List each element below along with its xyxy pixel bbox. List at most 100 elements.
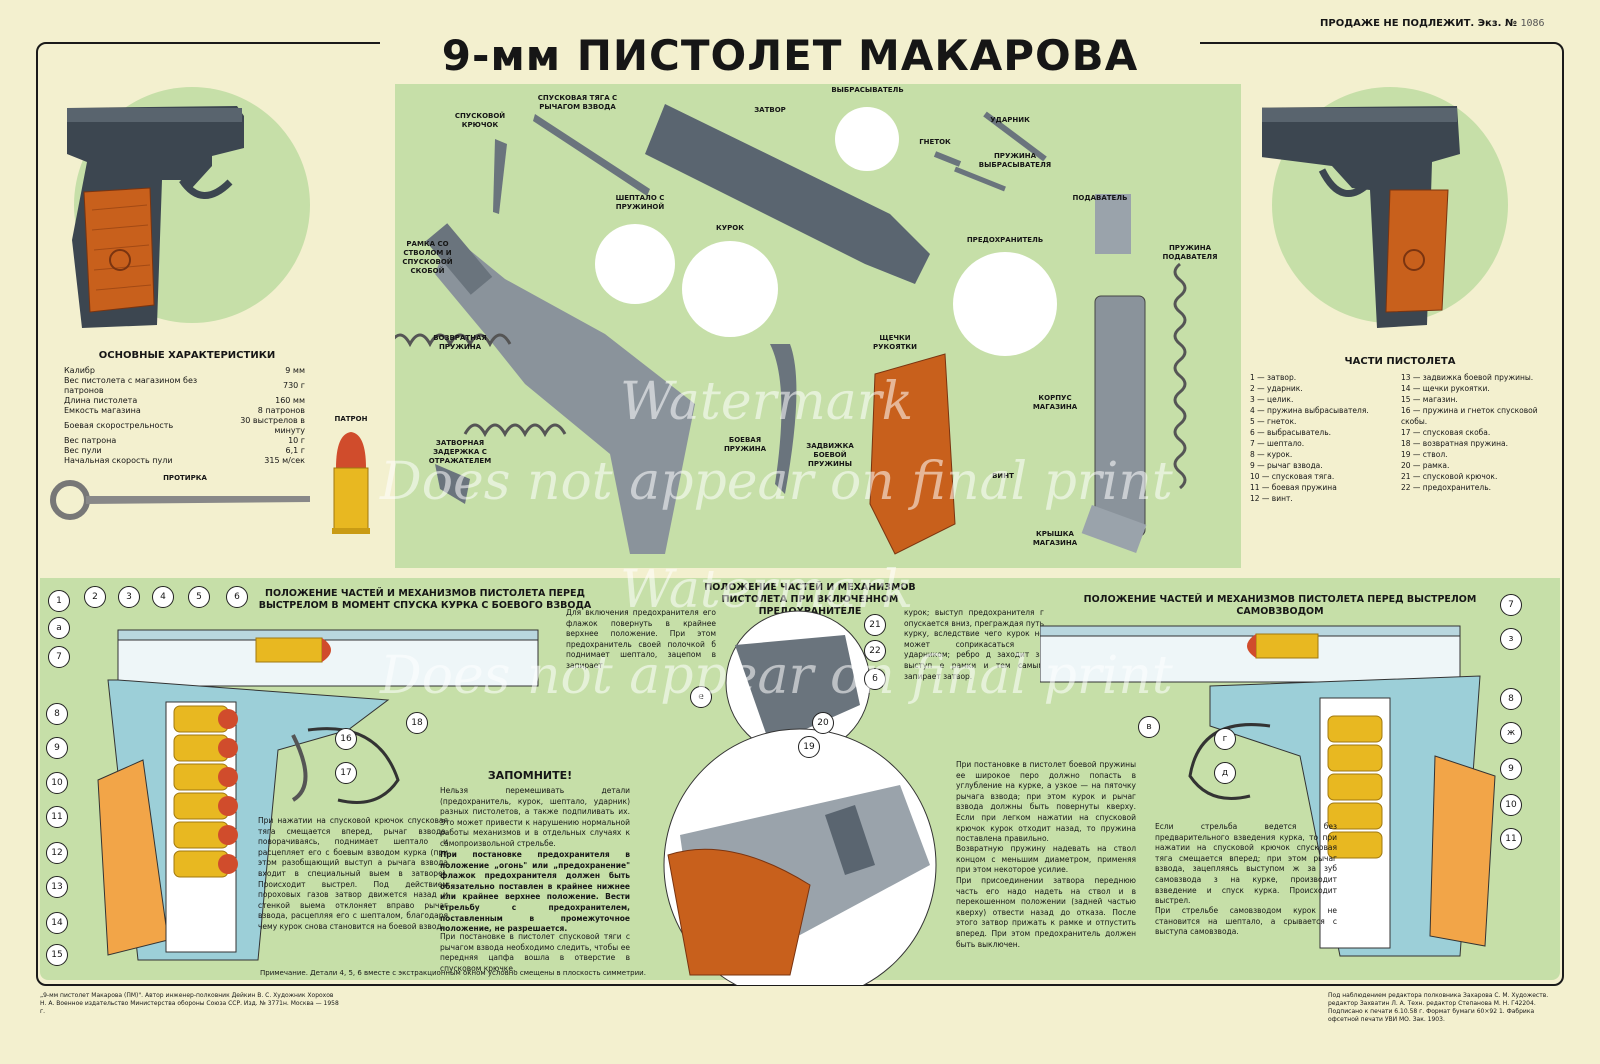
- list-item: 21 — спусковой крючок.: [1401, 472, 1498, 481]
- label-follower: ПОДАВАТЕЛЬ: [1072, 194, 1128, 202]
- callout: 10: [1500, 794, 1522, 816]
- callout: 21: [864, 614, 886, 636]
- callout: 16: [335, 728, 357, 750]
- slide-text: При присоединении затвора переднюю часть…: [956, 876, 1136, 949]
- label-trigger: СПУСКОВОЙ КРЮЧОК: [454, 112, 506, 129]
- callout: 9: [1500, 758, 1522, 780]
- callout: 6: [226, 586, 248, 608]
- label-slide-stop: ЗАТВОРНАЯ ЗАДЕРЖКА С ОТРАЖАТЕЛЕМ: [428, 439, 492, 465]
- parts-list-right: 13 — задвижка боевой пружины. 14 — щечки…: [1401, 372, 1549, 504]
- pistol-illustration-right: [1222, 70, 1522, 340]
- callout: 22: [864, 640, 886, 662]
- callout: 9: [46, 737, 68, 759]
- callout: ж: [1500, 722, 1522, 744]
- list-item: 15 — магазин.: [1401, 395, 1458, 404]
- callout: 12: [46, 842, 68, 864]
- label-mainspring-latch: ЗАДВИЖКА БОЕВОЙ ПРУЖИНЫ: [806, 442, 854, 468]
- watermark-line-4: Does not appear on final print: [380, 646, 1173, 706]
- cartridge-icon: [328, 428, 374, 542]
- recoil-text: Возвратную пружину надевать на ствол кон…: [956, 844, 1136, 875]
- parts-list-heading: ЧАСТИ ПИСТОЛЕТА: [1344, 356, 1456, 367]
- imprint-left: „9-мм пистолет Макарова (ПМ)". Автор инж…: [40, 992, 339, 1015]
- pistol-illustration-left: [62, 70, 322, 340]
- watermark-line-1: Watermark: [620, 372, 914, 432]
- callout: 4: [152, 586, 174, 608]
- mainspring-text: При постановке в пистолет боевой пружины…: [956, 760, 1136, 844]
- label-firing-pin: УДАРНИК: [990, 116, 1030, 124]
- double-action-text-1: Если стрельба ведется без предварительно…: [1155, 822, 1337, 906]
- remember-text-1: Нельзя перемешивать детали (предохраните…: [440, 786, 630, 848]
- parts-list-left: 1 — затвор. 2 — ударник. 3 — целик. 4 — …: [1250, 372, 1395, 504]
- list-item: 12 — винт.: [1250, 494, 1293, 503]
- callout: 13: [46, 876, 68, 898]
- imprint-right: Под наблюдением редактора полковника Зах…: [1328, 992, 1549, 1023]
- list-item: 18 — возвратная пружина.: [1401, 439, 1508, 448]
- cartridge-label: ПАТРОН: [334, 415, 368, 423]
- watermark-line-2: Does not appear on final print: [380, 452, 1173, 512]
- label-mag-body: КОРПУС МАГАЗИНА: [1032, 394, 1078, 411]
- list-item: 10 — спусковая тяга.: [1250, 472, 1335, 481]
- label-sear: ШЕПТАЛО С ПРУЖИНОЙ: [615, 194, 665, 211]
- callout: 8: [46, 703, 68, 725]
- list-item: 1 — затвор.: [1250, 373, 1297, 382]
- remember-text-2: При постановке предохранителя в положени…: [440, 850, 630, 934]
- list-item: 11 — боевая пружина: [1250, 483, 1337, 492]
- callout: 19: [798, 736, 820, 758]
- list-item: 4 — пружина выбрасывателя.: [1250, 406, 1369, 415]
- label-trigger-bar: СПУСКОВАЯ ТЯГА С РЫЧАГОМ ВЗВОДА: [537, 94, 618, 111]
- callout: 11: [1500, 828, 1522, 850]
- list-item: 22 — предохранитель.: [1401, 483, 1492, 492]
- double-action-text-2: При стрельбе самовзводом курок не станов…: [1155, 906, 1337, 937]
- remember-heading: ЗАПОМНИТЕ!: [487, 769, 573, 782]
- callout: 8: [1500, 688, 1522, 710]
- label-safety: ПРЕДОХРАНИТЕЛЬ: [966, 236, 1044, 244]
- watermark-line-3: Watermark: [620, 560, 914, 620]
- callout: 7: [48, 646, 70, 668]
- label-socket: ГНЕТОК: [919, 138, 951, 146]
- label-slide: ЗАТВОР: [754, 106, 786, 114]
- list-item: 6 — выбрасыватель.: [1250, 428, 1332, 437]
- callout: г: [1214, 728, 1236, 750]
- section-heading-left: ПОЛОЖЕНИЕ ЧАСТЕЙ И МЕХАНИЗМОВ ПИСТОЛЕТА …: [258, 588, 592, 611]
- callout: 17: [335, 762, 357, 784]
- callout: 10: [46, 772, 68, 794]
- list-item: 13 — задвижка боевой пружины.: [1401, 373, 1534, 382]
- label-extractor-spring: ПРУЖИНА ВЫБРАСЫВАТЕЛЯ: [978, 152, 1052, 169]
- list-item: 19 — ствол.: [1401, 450, 1448, 459]
- list-item: 5 — гнеток.: [1250, 417, 1297, 426]
- label-mainspring: БОЕВАЯ ПРУЖИНА: [723, 436, 767, 453]
- label-grips: ЩЕЧКИ РУКОЯТКИ: [873, 334, 917, 351]
- specs-heading: ОСНОВНЫЕ ХАРАКТЕРИСТИКИ: [98, 350, 276, 361]
- list-item: 20 — рамка.: [1401, 461, 1450, 470]
- callout: в: [1138, 716, 1160, 738]
- list-item: 8 — курок.: [1250, 450, 1293, 459]
- list-item: 16 — пружина и гнеток спусковой скобы.: [1401, 406, 1538, 426]
- list-item: 14 — щечки рукоятки.: [1401, 384, 1490, 393]
- callout: 15: [46, 944, 68, 966]
- label-extractor: ВЫБРАСЫВАТЕЛЬ: [831, 86, 904, 94]
- parts-list: ЧАСТИ ПИСТОЛЕТА 1 — затвор. 2 — ударник.…: [1250, 356, 1550, 504]
- copy-number: 1086: [1520, 18, 1545, 29]
- callout: 18: [406, 712, 428, 734]
- list-item: 2 — ударник.: [1250, 384, 1303, 393]
- list-item: 9 — рычаг взвода.: [1250, 461, 1323, 470]
- list-item: 7 — шептало.: [1250, 439, 1305, 448]
- trigger-text: При нажатии на спусковой крючок спускова…: [258, 816, 448, 931]
- callout: 5: [188, 586, 210, 608]
- list-item: 3 — целик.: [1250, 395, 1294, 404]
- callout: 2: [84, 586, 106, 608]
- remember-text-3: При постановке в пистолет спусковой тяги…: [440, 932, 630, 973]
- callout: 1: [48, 590, 70, 612]
- label-mag-cover: КРЫШКА МАГАЗИНА: [1032, 530, 1078, 547]
- label-frame: РАМКА СО СТВОЛОМ И СПУСКОВОЙ СКОБОЙ: [402, 240, 453, 275]
- cutaway-single-action: [78, 610, 558, 970]
- not-for-sale-note: ПРОДАЖЕ НЕ ПОДЛЕЖИТ. Экз. № 1086: [1320, 18, 1545, 29]
